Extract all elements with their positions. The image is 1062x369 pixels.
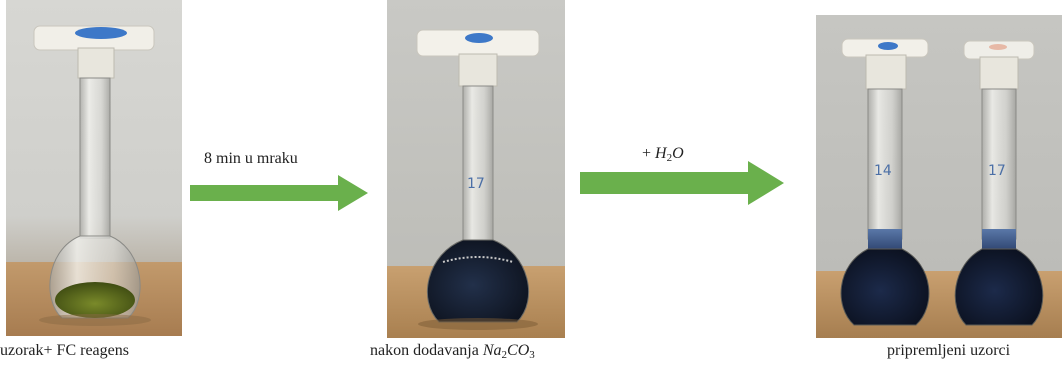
formula-co: CO: [507, 342, 530, 359]
formula-na: Na: [482, 342, 502, 359]
arrow-right-icon: [580, 161, 786, 210]
photo-prepared-samples: 14 17: [816, 15, 1062, 338]
formula-sub-2: 2: [501, 349, 508, 361]
step-label-dark-wait: 8 min u mraku: [204, 150, 298, 167]
caption-prefix: nakon dodavanja: [370, 342, 483, 359]
caption-after-na2co3: nakon dodavanja Na2CO3: [370, 342, 535, 361]
formula-h: H: [655, 145, 667, 162]
photo-flask-after-na2co3: 17: [387, 0, 565, 338]
formula-sub-3: 3: [529, 349, 535, 361]
flask-label-17b: 17: [988, 163, 1006, 179]
flask-label-17: 17: [467, 176, 485, 192]
formula-o: O: [672, 145, 684, 162]
flask-label-14: 14: [874, 163, 892, 179]
caption-prepared-samples: pripremljeni uzorci: [887, 342, 1011, 359]
photo-flask-sample-fc-reagent: [6, 0, 182, 336]
arrow-right-icon: [190, 175, 370, 216]
formula-sub-2: 2: [666, 152, 673, 164]
step-label-add-water: + H2O: [642, 145, 684, 164]
plus-sign: +: [642, 145, 656, 162]
caption-sample-fc-reagent: uzorak+ FC reagens: [0, 342, 129, 359]
